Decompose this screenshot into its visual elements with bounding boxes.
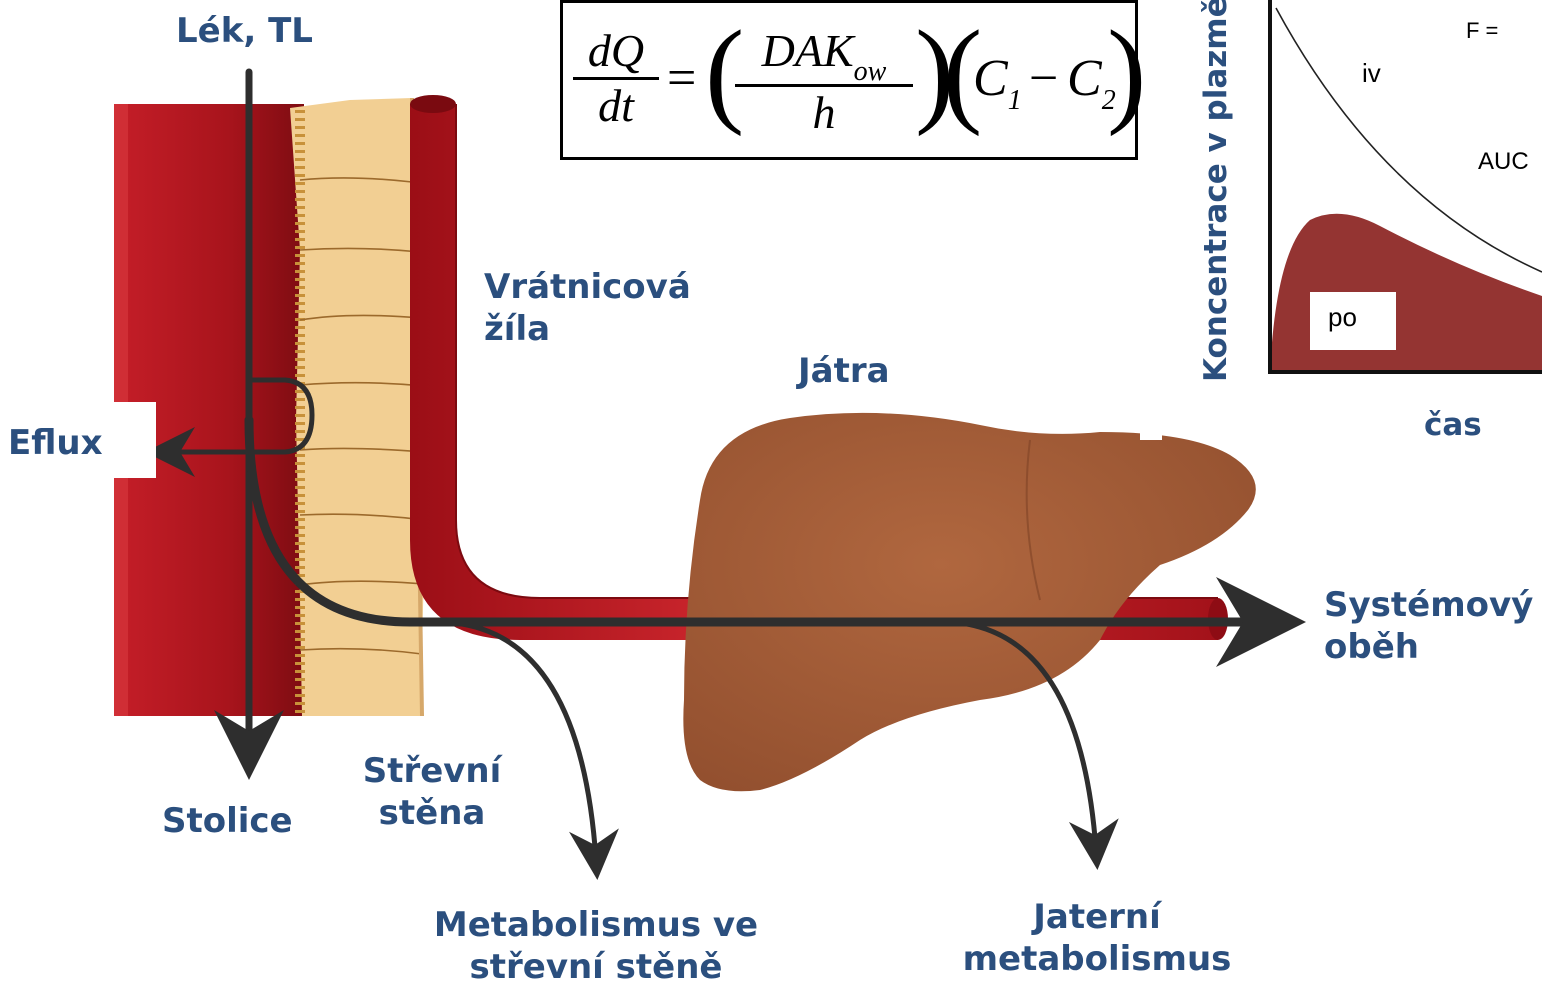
label-hepatic-metabolism: Jaterní metabolismus (950, 896, 1244, 980)
label-stool: Stolice (162, 800, 293, 842)
label-gut-metabolism-line2: střevní stěně (414, 946, 778, 988)
graph-iv-label: iv (1362, 58, 1381, 89)
label-gut-metabolism: Metabolismus ve střevní stěně (414, 904, 778, 988)
label-hepatic-metabolism-line1: Jaterní (950, 896, 1244, 938)
label-systemic-line2: oběh (1324, 626, 1533, 668)
concentration-graph (1270, 0, 1542, 372)
label-portal-vein: Vrátnicová žíla (484, 266, 691, 350)
label-drug: Lék, TL (176, 10, 313, 52)
label-gut-wall-line1: Střevní (352, 750, 512, 792)
formula-lhs-numerator: dQ (573, 25, 659, 80)
formula-dak: DAK (762, 25, 854, 76)
graph-x-axis-label: čas (1424, 404, 1482, 446)
label-systemic-line1: Systémový (1324, 584, 1533, 626)
label-gut-metabolism-line1: Metabolismus ve (414, 904, 778, 946)
label-portal-vein-line1: Vrátnicová (484, 266, 691, 308)
formula-lhs: dQ dt (573, 25, 659, 132)
formula-middle-denominator: h (735, 87, 913, 139)
label-portal-vein-line2: žíla (484, 308, 691, 350)
formula-middle: DAKow h (735, 25, 913, 139)
label-efflux: Eflux (8, 422, 103, 464)
formula-equals: = (667, 49, 696, 108)
label-liver: Játra (798, 350, 890, 392)
formula-c1: C1 (973, 49, 1022, 108)
label-hepatic-metabolism-line2: metabolismus (950, 938, 1244, 980)
graph-y-axis-label: Koncentrace v plazmě (1196, 0, 1236, 382)
formula-ow-subscript: ow (854, 56, 887, 87)
absorption-rate-formula: dQ dt = ( DAKow h ) ( C1 − C2 ) (560, 0, 1138, 160)
graph-auc-label: AUC (1478, 148, 1529, 176)
formula-paren-close-2: ) (1107, 13, 1146, 131)
formula-minus: − (1029, 49, 1058, 108)
formula-middle-numerator: DAKow (735, 25, 913, 87)
label-gut-wall: Střevní stěna (352, 750, 512, 834)
label-systemic-circulation: Systémový oběh (1324, 584, 1533, 668)
label-gut-wall-line2: stěna (352, 792, 512, 834)
graph-po-label: po (1328, 302, 1357, 333)
formula-lhs-denominator: dt (573, 80, 659, 132)
graph-f-label: F = (1466, 18, 1498, 44)
